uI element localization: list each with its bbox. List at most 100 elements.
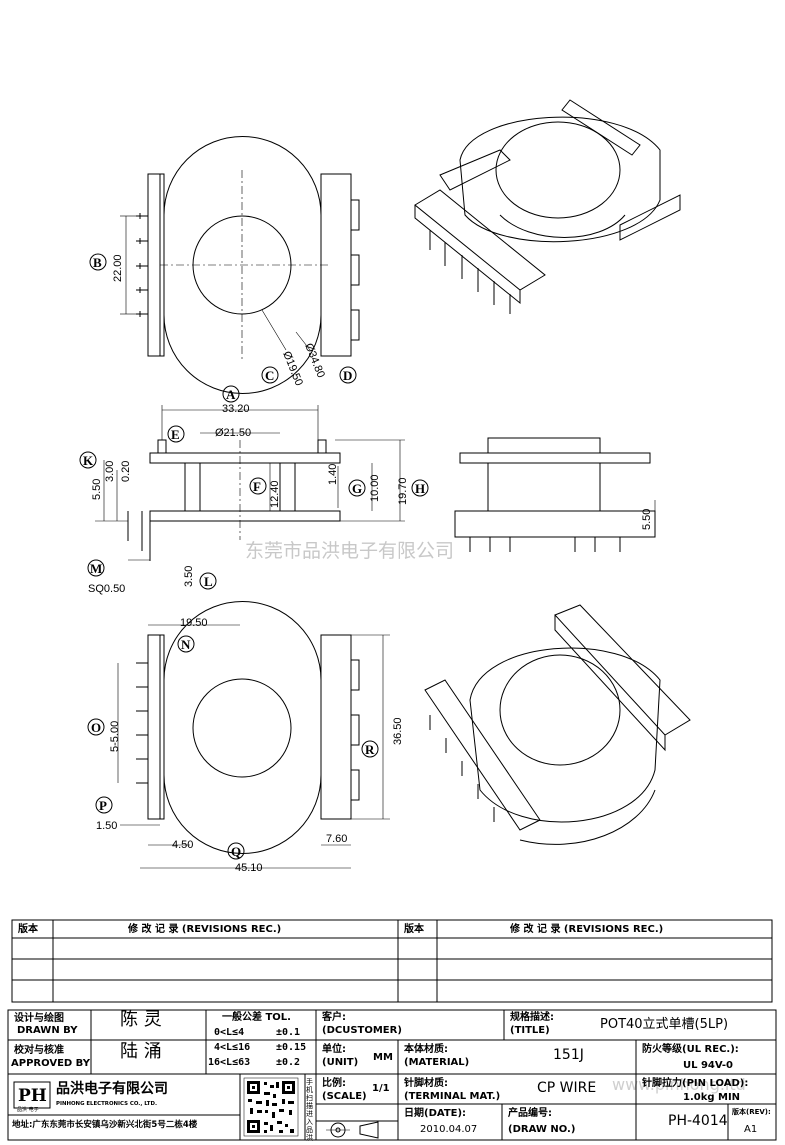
label-C: C — [265, 368, 274, 383]
dim-10-00: 10.00 — [369, 474, 381, 502]
label-P: P — [99, 798, 107, 813]
dim-1-50: 1.50 — [96, 820, 117, 832]
tolerance-title: 一般公差 TOL. — [222, 1012, 291, 1023]
unit-label-cn: 单位: — [322, 1044, 346, 1055]
pin-load-value: 1.0kg MIN — [683, 1092, 741, 1103]
drawno-label-en: (DRAW NO.) — [508, 1124, 576, 1135]
label-K: K — [83, 453, 94, 468]
qr-caption: 手机扫描进入品洪 — [306, 1078, 313, 1142]
label-D: D — [343, 368, 352, 383]
dim-5x5-00: 5-5.00 — [109, 721, 121, 752]
customer-label-en: (DCUSTOMER) — [322, 1025, 402, 1036]
projection-symbol-icon — [326, 1121, 379, 1139]
watermark-url: www.pinhong.ltd — [612, 1075, 746, 1094]
dim-0-20: 0.20 — [120, 461, 132, 482]
tol-range-3: 16<L≤63 — [208, 1057, 251, 1068]
fire-label: 防火等级(UL REC.): — [642, 1044, 739, 1055]
label-M: M — [90, 561, 102, 576]
checker-name: 陆 涌 — [120, 1041, 162, 1062]
svg-text:品洪 电子: 品洪 电子 — [17, 1106, 39, 1113]
material-label-cn: 本体材质: — [404, 1044, 448, 1055]
date-label: 日期(DATE): — [404, 1108, 467, 1119]
design-label-en: DRAWN BY — [17, 1025, 78, 1036]
dim-3-00: 3.00 — [104, 461, 116, 482]
customer-label-cn: 客户: — [322, 1012, 346, 1023]
label-O: O — [91, 720, 101, 735]
dim-5-50-a: 5.50 — [91, 479, 103, 500]
iso-view-top — [414, 99, 681, 314]
unit-value: MM — [373, 1052, 393, 1063]
tol-val-1: ±0.1 — [276, 1027, 301, 1038]
dim-7-60: 7.60 — [326, 833, 347, 845]
company-name-cn: 品洪电子有限公司 — [56, 1081, 168, 1097]
label-N: N — [181, 637, 191, 652]
label-A: A — [226, 387, 236, 402]
unit-label-en: (UNIT) — [322, 1057, 359, 1068]
dim-36-50: 36.50 — [392, 717, 404, 745]
rev-label: 版本(REV): — [732, 1108, 771, 1116]
front-view — [95, 405, 405, 561]
label-L: L — [204, 574, 213, 589]
dim-33-20: 33.20 — [222, 403, 250, 415]
dim-19-50-b: 19.50 — [180, 617, 208, 629]
pin-material-label-cn: 针脚材质: — [404, 1078, 448, 1089]
design-label-cn: 设计与绘图 — [14, 1013, 64, 1024]
label-F: F — [253, 479, 261, 494]
check-label-en: APPROVED BY — [11, 1058, 90, 1069]
dim-5-50-b: 5.50 — [641, 509, 653, 530]
circled-labels: B C D A E F G H K M L N O R P Q — [79, 253, 429, 860]
rev-col-rec-right: 修 改 记 录 (REVISIONS REC.) — [510, 924, 664, 935]
dim-22-00: 22.00 — [112, 254, 124, 282]
spec-label-en: (TITLE) — [510, 1025, 550, 1036]
tol-range-1: 0<L≤4 — [214, 1027, 245, 1038]
qr-code-icon — [243, 1077, 299, 1137]
dim-sq-0-50: SQ0.50 — [88, 583, 125, 595]
label-B: B — [93, 255, 102, 270]
scale-label-en: (SCALE) — [322, 1091, 367, 1102]
scale-label-cn: 比例: — [322, 1078, 346, 1089]
dim-12-40: 12.40 — [269, 480, 281, 508]
bottom-view — [117, 601, 390, 869]
fire-value: UL 94V-0 — [683, 1060, 734, 1071]
company-logo-icon: PH 品洪 电子 — [13, 1081, 51, 1113]
rev-value: A1 — [744, 1124, 758, 1135]
tol-range-2: 4<L≤16 — [214, 1042, 251, 1053]
spec-value: POT40立式单槽(5LP) — [600, 1017, 729, 1032]
dim-4-50: 4.50 — [172, 839, 193, 851]
label-R: R — [365, 742, 375, 757]
designer-name: 陈 灵 — [120, 1009, 162, 1030]
company-address: 地址:广东东莞市长安镇乌沙新兴北街5号二栋4楼 — [12, 1120, 198, 1130]
watermark-text: 东莞市品洪电子有限公司 — [245, 540, 454, 562]
scale-value: 1/1 — [372, 1083, 390, 1094]
date-value: 2010.04.07 — [420, 1124, 478, 1135]
spec-label-cn: 规格描述: — [510, 1012, 554, 1023]
pin-material-value: CP WIRE — [537, 1080, 597, 1096]
pin-load-label: 针脚拉力(PIN LOAD): — [642, 1078, 749, 1089]
dim-45-10: 45.10 — [235, 862, 263, 874]
top-view — [120, 136, 360, 394]
company-name-en: PINHONG ELECTRONICS CO., LTD. — [56, 1101, 158, 1107]
rev-col-rec-left: 修 改 记 录 (REVISIONS REC.) — [128, 924, 282, 935]
material-value: 151J — [553, 1047, 584, 1063]
dim-1-40: 1.40 — [327, 464, 339, 485]
tol-val-2: ±0.15 — [276, 1042, 307, 1053]
svg-text:PH: PH — [18, 1086, 47, 1106]
side-view — [454, 437, 656, 552]
material-label-en: (MATERIAL) — [404, 1057, 470, 1068]
rev-col-header-left: 版本 — [18, 924, 38, 935]
label-H: H — [415, 481, 425, 496]
label-G: G — [352, 481, 362, 496]
iso-view-bottom — [424, 604, 691, 845]
title-block-grid — [7, 1009, 777, 1141]
dim-dia-21-50: Ø21.50 — [215, 427, 251, 439]
revisions-table — [11, 919, 773, 1003]
rev-col-header-right: 版本 — [404, 924, 424, 935]
drawno-label-cn: 产品编号: — [508, 1108, 552, 1119]
dim-3-50: 3.50 — [183, 566, 195, 587]
drawno-value: PH-4014 — [668, 1113, 728, 1129]
label-E: E — [171, 427, 180, 442]
check-label-cn: 校对与核准 — [14, 1045, 64, 1056]
label-Q: Q — [231, 844, 241, 859]
